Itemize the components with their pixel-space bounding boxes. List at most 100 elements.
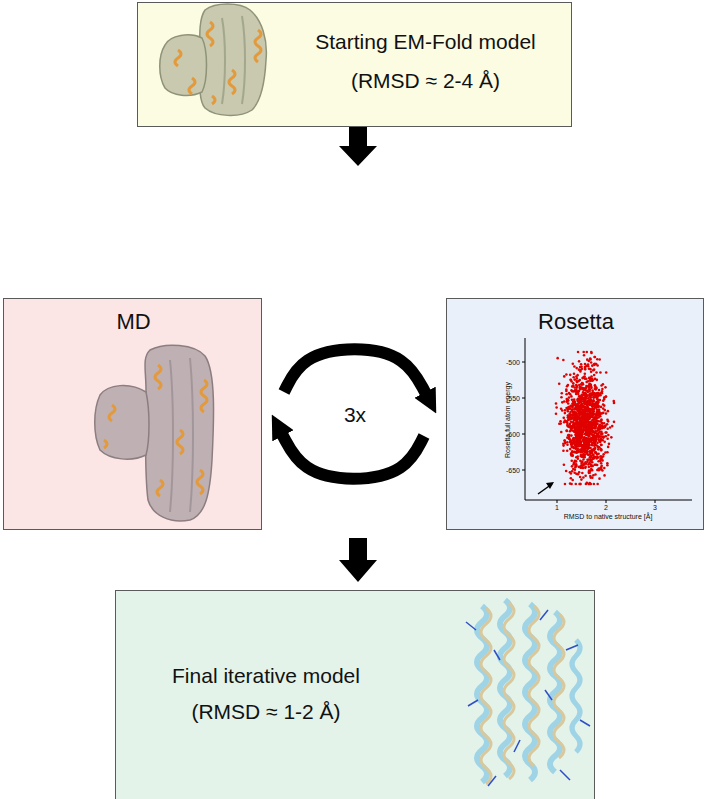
scatter-point [597, 427, 600, 430]
scatter-point [593, 368, 596, 371]
scatter-point [597, 405, 600, 408]
scatter-point [574, 441, 577, 444]
scatter-point [576, 405, 579, 408]
scatter-point [570, 380, 573, 383]
scatter-point [591, 450, 594, 453]
scatter-point [598, 410, 601, 413]
step-box: Final iterative model(RMSD ≈ 1-2 Å) [115, 590, 595, 799]
scatter-point [579, 370, 582, 373]
scatter-point [594, 387, 597, 390]
scatter-point [595, 435, 598, 438]
scatter-point [588, 418, 591, 421]
scatter-point [567, 408, 570, 411]
scatter-point [570, 472, 573, 475]
scatter-point [568, 396, 571, 399]
energy-plot [522, 338, 692, 503]
scatter-point [586, 391, 589, 394]
scatter-point [582, 400, 585, 403]
scatter-point [585, 397, 588, 400]
scatter-point [586, 440, 589, 443]
scatter-point [580, 450, 583, 453]
scatter-point [591, 364, 594, 367]
scatter-point [576, 418, 579, 421]
scatter-point [594, 431, 597, 434]
scatter-point [599, 399, 602, 402]
scatter-point [579, 387, 582, 390]
scatter-point [589, 427, 592, 430]
scatter-point [579, 437, 582, 440]
scatter-point [585, 462, 588, 465]
scatter-point [555, 412, 558, 415]
density-groove [190, 358, 193, 512]
tick [557, 500, 558, 503]
scatter-point [569, 416, 572, 419]
scatter-point [586, 432, 589, 435]
scatter-point [589, 383, 592, 386]
scatter-point [576, 434, 579, 437]
scatter-point [583, 414, 586, 417]
scatter-point [575, 390, 578, 393]
scatter-point [560, 396, 563, 399]
scatter-point [576, 441, 579, 444]
scatter-point [579, 427, 582, 430]
scatter-point [591, 408, 594, 411]
scatter-point [579, 400, 582, 403]
scatter-point [574, 447, 577, 450]
scatter-point [590, 361, 593, 364]
scatter-point [578, 417, 581, 420]
scatter-point [586, 394, 589, 397]
scatter-point [588, 388, 591, 391]
plot-axis [525, 500, 692, 501]
scatter-point [605, 431, 608, 434]
scatter-point [584, 395, 587, 398]
scatter-point [574, 431, 577, 434]
scatter-point [579, 451, 582, 454]
tick-label: -550 [506, 395, 520, 402]
scatter-point [595, 412, 598, 415]
scatter-point [596, 402, 599, 405]
scatter-point [572, 421, 575, 424]
scatter-point [597, 392, 600, 395]
scatter-point [591, 426, 594, 429]
cycle-arrow [284, 349, 426, 394]
scatter-point [581, 422, 584, 425]
scatter-point [599, 394, 602, 397]
scatter-point [579, 396, 582, 399]
scatter-point [585, 447, 588, 450]
scatter-point [589, 379, 592, 382]
scatter-point [583, 450, 586, 453]
box-text-group: MD [4, 309, 263, 345]
scatter-point [583, 406, 586, 409]
scatter-point [591, 465, 594, 468]
scatter-point [603, 422, 606, 425]
scatter-point [578, 413, 581, 416]
scatter-point [586, 401, 589, 404]
scatter-point [593, 441, 596, 444]
scatter-point [573, 407, 576, 410]
scatter-point [596, 413, 599, 416]
scatter-point [593, 463, 596, 466]
scatter-point [586, 404, 589, 407]
scatter-point [587, 416, 590, 419]
scatter-point [584, 451, 587, 454]
scatter-point [585, 428, 588, 431]
scatter-point [592, 456, 595, 459]
scatter-point [574, 428, 577, 431]
scatter-point [559, 420, 562, 423]
scatter-point [588, 399, 591, 402]
helix-fragment [155, 365, 161, 389]
scatter-point [596, 393, 599, 396]
scatter-point [578, 466, 581, 469]
scatter-point [575, 406, 578, 409]
scatter-point [583, 422, 586, 425]
scatter-point [588, 413, 591, 416]
scatter-point [599, 412, 602, 415]
scatter-point [571, 402, 574, 405]
scatter-point [585, 445, 588, 448]
scatter-point [574, 430, 577, 433]
scatter-point [574, 408, 577, 411]
scatter-point [575, 384, 578, 387]
scatter-point [578, 442, 581, 445]
scatter-point [607, 446, 610, 449]
scatter-point [586, 390, 589, 393]
